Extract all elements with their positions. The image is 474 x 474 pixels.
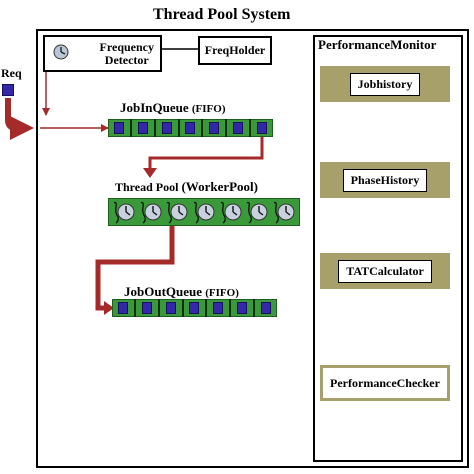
threadpool-suffix: (WorkerPool) [181,179,258,194]
queue-divider [157,299,160,317]
queued-job [137,122,148,134]
joboutqueue-label: JobOutQueue [124,284,203,299]
worker-clock-icon [166,201,188,224]
queue-divider [181,299,184,317]
tatcalculator-label: TATCalculator [338,259,432,283]
freqholder-box: FreqHolder [198,36,272,65]
queued-job [113,122,124,134]
queue-divider [133,299,136,317]
queued-job [261,302,272,314]
performance-monitor-title: PerformanceMonitor [318,37,437,52]
system-title: Thread Pool System [153,6,291,23]
phasehistory-block: PhaseHistory [320,162,450,198]
worker-clock-icon [246,201,268,224]
jobinqueue-bar [108,119,273,137]
queued-job [185,122,196,134]
queued-job [165,302,176,314]
inqueue-to-pool-line [148,137,264,170]
performancechecker-block: PerformanceChecker [320,365,450,401]
queued-job [237,302,248,314]
worker-clock-icon [140,201,162,224]
queued-job [209,122,220,134]
frequency-detector-label-line2: Detector [104,52,149,67]
thread-pool-system-frame [36,29,469,468]
queued-job [189,302,200,314]
joboutqueue-mode: (FIFO) [205,287,239,299]
freqholder-label: FreqHolder [204,43,266,57]
worker-clock-icon [273,201,295,224]
queue-divider [225,119,228,137]
pool-to-outqueue-line [95,225,175,311]
jobinqueue-title: JobInQueue (FIFO) [120,100,226,116]
jobhistory-block: Jobhistory [320,66,450,102]
phasehistory-label: PhaseHistory [342,168,428,192]
queue-divider [129,119,132,137]
performance-monitor-frame [313,35,463,462]
threadpool-title: Thread Pool (WorkerPool) [115,179,258,195]
frequency-detector-label-line1: Frequency [99,39,154,54]
performancechecker-label: PerformanceChecker [323,372,447,394]
jobhistory-label: Jobhistory [349,72,421,96]
tatcalculator-block: TATCalculator [320,253,450,289]
queued-job [161,122,172,134]
frequency-detector-box: Frequency Detector [43,35,162,72]
request-job-square [2,84,14,96]
worker-clock-icon [220,201,242,224]
jobinqueue-label: JobInQueue [120,100,189,115]
queue-divider [229,299,232,317]
request-label: Req [1,66,22,80]
inqueue-to-pool-arrowhead [143,168,157,178]
queue-divider [205,299,208,317]
pool-to-outqueue-arrowhead [104,301,114,315]
joboutqueue-bar [112,299,277,317]
threadpool-bar [108,198,300,226]
threadpool-label: Thread Pool [115,180,179,194]
worker-clock-icon [193,201,215,224]
joboutqueue-title: JobOutQueue (FIFO) [124,284,239,300]
queue-divider [249,119,252,137]
queued-job [213,302,224,314]
queued-job [233,122,244,134]
clock-icon [53,44,69,60]
queued-job [117,302,128,314]
queue-divider [153,119,156,137]
jobinqueue-mode: (FIFO) [191,103,226,115]
queue-divider [201,119,204,137]
queue-divider [253,299,256,317]
worker-clock-icon [113,201,135,224]
request-arrow [5,98,34,140]
queued-job [257,122,268,134]
queue-divider [177,119,180,137]
queued-job [141,302,152,314]
